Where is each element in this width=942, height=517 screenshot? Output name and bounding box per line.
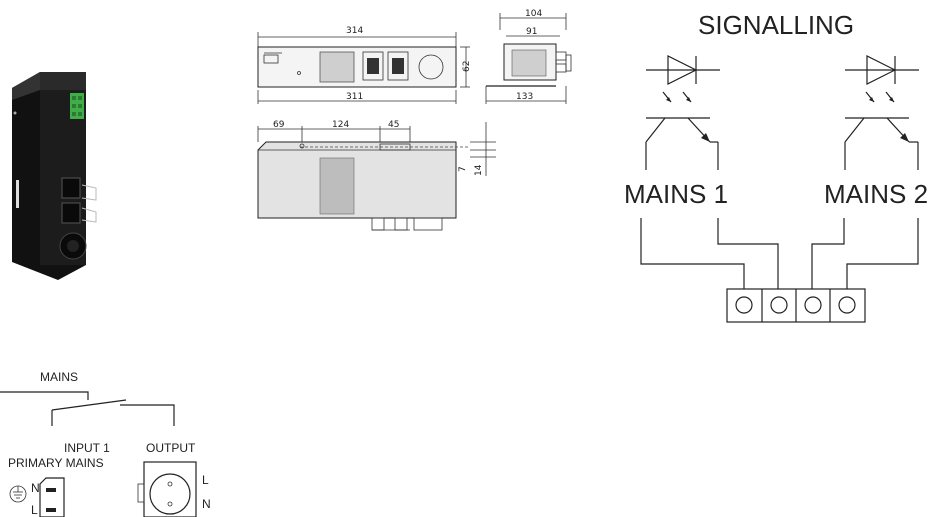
output-pin-l: L — [202, 473, 209, 487]
ground-icon — [9, 485, 27, 503]
output-label: OUTPUT — [146, 441, 196, 455]
mains-title: MAINS — [40, 370, 78, 384]
iec-inlet-icon — [39, 477, 65, 517]
input-label-1: INPUT 1 — [64, 441, 110, 455]
signalling-title: SIGNALLING — [698, 10, 854, 40]
terminal-strip — [726, 288, 866, 323]
output-pin-n: N — [202, 497, 211, 511]
dim-v-2: 14 — [474, 164, 484, 176]
dim-offset-3: 45 — [388, 120, 399, 130]
input-pin-l: L — [31, 503, 38, 517]
dim-side-outer: 104 — [525, 9, 542, 19]
dim-side-depth: 133 — [516, 92, 533, 102]
dim-offset-2: 124 — [332, 120, 349, 130]
signalling-diagram: SIGNALLING — [624, 10, 928, 323]
mains-1-label: MAINS 1 — [624, 179, 728, 209]
mains-2-label: MAINS 2 — [824, 179, 928, 209]
dim-offset-1: 69 — [273, 120, 285, 130]
mains-diagram: MAINS INPUT 1 PRIMARY MAINS OUTPUT N L — [0, 370, 211, 517]
optocoupler-1 — [645, 55, 720, 170]
optocoupler-2 — [844, 55, 919, 170]
top-view-drawing: 314 62 311 — [257, 26, 472, 104]
dim-top-width: 314 — [346, 26, 363, 36]
side-view-drawing: 104 91 133 — [485, 9, 572, 104]
dim-side-inner: 91 — [526, 27, 537, 37]
input-pin-n: N — [31, 481, 40, 495]
dim-v-1: 7 — [458, 166, 468, 172]
dim-height: 62 — [462, 61, 472, 72]
front-view-drawing: 69 124 45 7 14 — [257, 120, 496, 231]
dim-bottom-width: 311 — [346, 92, 363, 102]
output-socket-icon — [137, 461, 197, 517]
input-label-2: PRIMARY MAINS — [8, 456, 104, 470]
device-photo — [12, 72, 97, 280]
